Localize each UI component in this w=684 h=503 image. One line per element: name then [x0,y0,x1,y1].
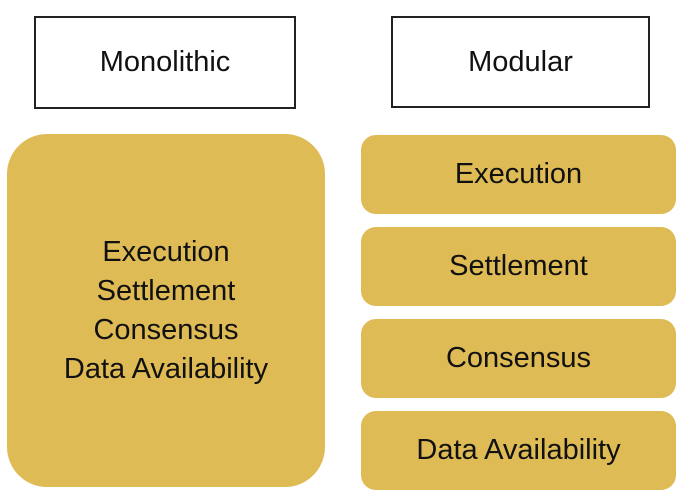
monolithic-layer-label-data-availability: Data Availability [63,352,269,385]
modular-layer-box-settlement: Settlement [361,227,676,306]
modular-header-label: Modular [468,45,573,78]
monolithic-stack-box: Execution Settlement Consensus Data Avai… [7,134,325,487]
modular-layer-label-execution: Execution [454,158,583,190]
modular-layer-box-execution: Execution [361,135,676,214]
modular-header-box: Modular [391,16,650,108]
modular-layer-box-consensus: Consensus [361,319,676,398]
monolithic-layer-label-execution: Execution [102,235,230,268]
modular-layer-label-consensus: Consensus [445,342,592,374]
monolithic-layer-label-settlement: Settlement [96,274,236,307]
modular-layer-box-data-availability: Data Availability [361,411,676,490]
monolithic-header-box: Monolithic [34,16,296,109]
modular-layer-label-data-availability: Data Availability [416,434,621,466]
modular-layer-label-settlement: Settlement [449,250,588,282]
monolithic-layer-label-consensus: Consensus [93,313,239,346]
monolithic-header-label: Monolithic [99,46,231,78]
